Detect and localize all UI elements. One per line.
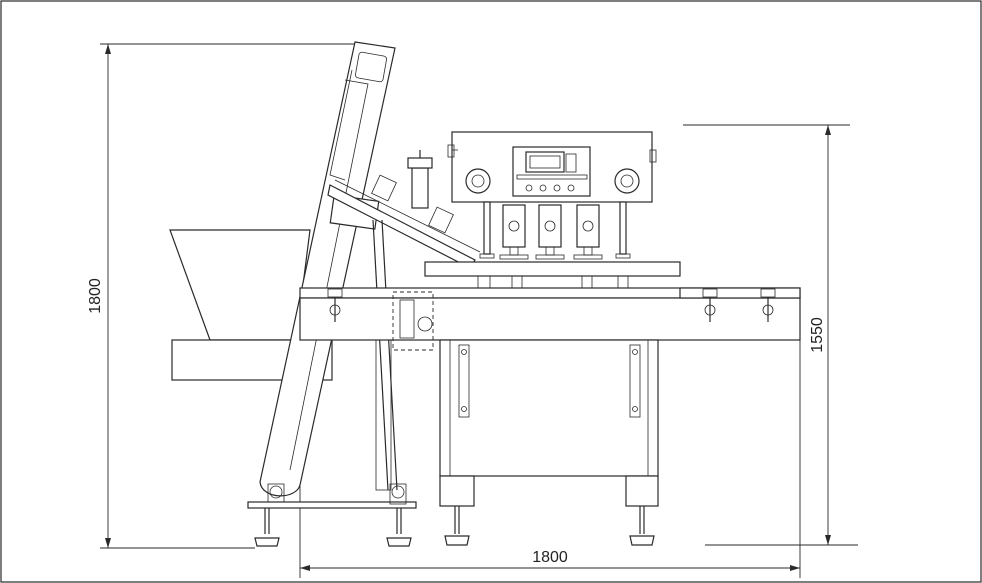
control-display — [525, 151, 565, 173]
capping-spindle-3 — [573, 204, 603, 260]
guide-clamp-right-2 — [760, 288, 776, 322]
dimension-table-height: 1550 — [683, 124, 858, 546]
control-button-3[interactable] — [553, 184, 561, 192]
machine-cabinet — [439, 339, 659, 507]
cabinet-bracket-left — [458, 344, 470, 418]
dimension-label-1800-vertical: 1800 — [87, 278, 104, 314]
capping-spindle-2 — [535, 204, 565, 260]
control-button-4[interactable] — [567, 184, 575, 192]
base-frame — [247, 483, 417, 509]
right-wheel — [614, 168, 640, 194]
cap-chute — [327, 150, 481, 269]
cabinet-bracket-right — [629, 344, 641, 418]
table-body — [299, 297, 801, 341]
dimension-overall-height: 1800 — [87, 43, 360, 549]
main-table — [299, 261, 801, 351]
cap-elevator — [259, 41, 396, 507]
upper-plate — [424, 261, 681, 277]
control-button-2[interactable] — [539, 184, 547, 192]
capping-spindle-1 — [499, 204, 529, 260]
capping-head-housing — [447, 131, 657, 203]
control-button-1[interactable] — [525, 184, 533, 192]
head-columns — [479, 201, 631, 259]
leveling-foot-2 — [386, 508, 412, 547]
elevator-window — [355, 51, 387, 83]
guide-clamp-right-1 — [702, 288, 718, 322]
dimension-label-1550-vertical: 1550 — [809, 317, 826, 353]
guide-clamp-left — [327, 288, 343, 322]
leveling-foot-4 — [629, 506, 655, 546]
leveling-foot-3 — [444, 506, 470, 546]
leveling-foot-1 — [254, 508, 280, 547]
support-strut — [372, 219, 398, 491]
left-wheel — [465, 168, 491, 194]
dimension-label-1800-horizontal: 1800 — [532, 549, 568, 566]
